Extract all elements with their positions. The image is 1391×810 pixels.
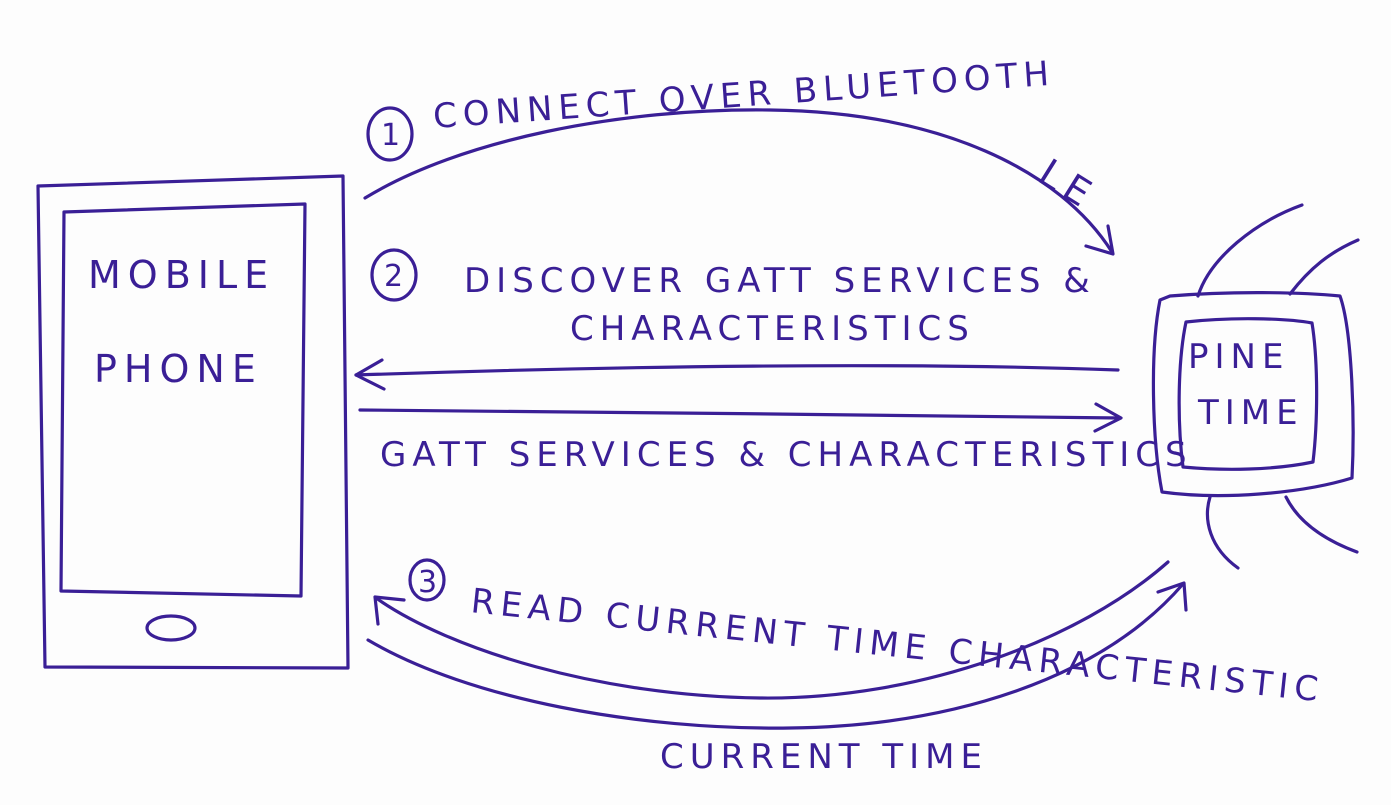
step-1: 1 CONNECT OVER BLUETOOTH LE [363,54,1115,256]
phone-label-line1: MOBILE [88,253,275,297]
watch-case [1151,291,1355,498]
phone-screen [59,202,307,598]
step-2-arrow [354,364,1120,377]
phone-body [36,174,350,670]
step-3-label: READ CURRENT TIME CHARACTERISTIC [469,581,1326,710]
step-3-reply-arrowhead [1156,581,1188,612]
step-2: 2 DISCOVER GATT SERVICES & CHARACTERISTI… [354,248,1120,391]
step-2-reply-arrowhead [1093,402,1123,433]
mobile-phone: MOBILE PHONE [36,174,350,670]
phone-label-line2: PHONE [94,347,263,391]
watch-strap-bottom-left [1205,495,1240,570]
step-1-arrow [363,108,1114,254]
watch-label-line1: PINE [1188,337,1289,377]
watch-strap-top-left [1196,203,1304,298]
step-2-label-line2: CHARACTERISTICS [570,309,975,349]
step-2-number: 2 [384,259,403,294]
step-3-arrowhead [373,595,406,626]
step-3-arrow [374,560,1170,700]
phone-home-button [145,614,197,642]
watch-label-line2: TIME [1197,393,1304,433]
step-2-reply-label: GATT SERVICES & CHARACTERISTICS [380,435,1193,475]
step-1-number: 1 [381,118,400,153]
step-3-reply-arrow [366,582,1185,730]
step-2-arrowhead [354,358,386,391]
step-1-label: CONNECT OVER BLUETOOTH [432,54,1056,137]
watch-strap-bottom-right [1284,495,1359,554]
step-2-reply: GATT SERVICES & CHARACTERISTICS [358,402,1193,475]
step-3-number: 3 [418,565,437,600]
step-1-label-extra: LE [1031,150,1105,219]
step-3-reply: CURRENT TIME [366,581,1188,777]
watch-strap-top-right [1288,238,1360,296]
step-1-number-circle [366,106,414,162]
step-1-arrowhead [1084,224,1115,256]
step-2-number-circle [370,248,418,302]
step-2-reply-arrow [358,408,1122,420]
watch-screen [1177,317,1319,471]
step-3-number-circle [408,558,446,602]
pinetime-watch: PINE TIME [1151,203,1360,570]
step-2-label: DISCOVER GATT SERVICES & [464,261,1096,301]
step-3-reply-label: CURRENT TIME [660,737,988,777]
